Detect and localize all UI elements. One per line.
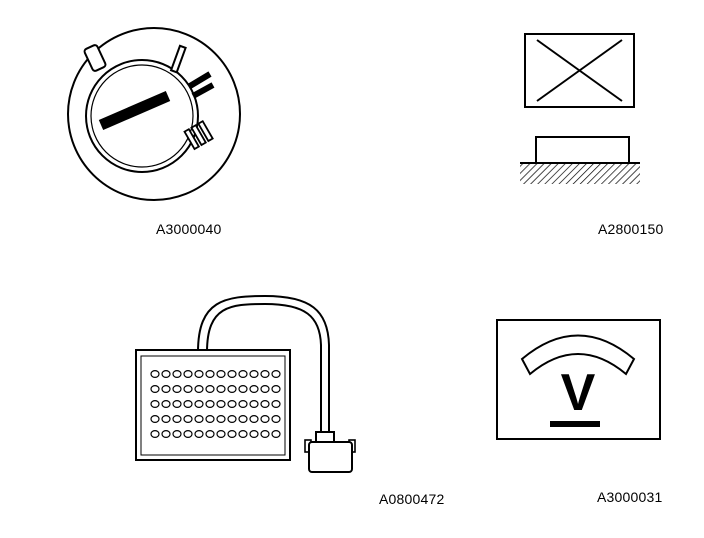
pin-hole	[249, 430, 259, 439]
pin-hole	[227, 385, 237, 394]
pin-hole	[150, 370, 160, 379]
pin-hole	[249, 415, 259, 424]
pin-hole	[260, 400, 270, 409]
pin-hole	[194, 430, 204, 439]
pin-hole	[161, 415, 171, 424]
pin-hole	[172, 400, 182, 409]
pin-hole	[238, 430, 248, 439]
pin-hole	[216, 370, 226, 379]
figure-code-pin-box: A0800472	[379, 491, 445, 507]
pin-hole	[271, 370, 281, 379]
pin-hole	[183, 415, 193, 424]
pin-hole	[183, 385, 193, 394]
pin-hole	[161, 430, 171, 439]
figure-code-voltmeter: A3000031	[597, 489, 663, 505]
pin-hole	[161, 385, 171, 394]
component-ground-icon	[520, 33, 640, 184]
pin-hole	[249, 385, 259, 394]
pin-hole	[183, 400, 193, 409]
pin-hole	[216, 415, 226, 424]
pin-hole	[172, 415, 182, 424]
pin-hole	[205, 430, 215, 439]
pin-box-connector-icon	[135, 294, 356, 473]
pin-hole	[205, 385, 215, 394]
voltmeter-icon	[496, 319, 661, 440]
pin-hole	[194, 400, 204, 409]
pin-hole	[238, 370, 248, 379]
figure-code-component: A2800150	[598, 221, 664, 237]
pin-hole	[194, 415, 204, 424]
pin-hole	[249, 400, 259, 409]
voltmeter-symbol-text: V	[560, 364, 596, 422]
pin-hole	[271, 415, 281, 424]
pin-hole	[271, 385, 281, 394]
pin-hole	[150, 415, 160, 424]
pin-hole	[238, 415, 248, 424]
pin-hole	[271, 400, 281, 409]
pin-hole	[227, 370, 237, 379]
pin-hole	[260, 430, 270, 439]
pin-hole	[161, 400, 171, 409]
pin-hole	[238, 385, 248, 394]
pin-hole	[260, 415, 270, 424]
pin-hole	[227, 430, 237, 439]
pin-hole	[205, 400, 215, 409]
figure-code-ignition: A3000040	[156, 221, 222, 237]
pin-hole	[249, 370, 259, 379]
pin-hole	[150, 385, 160, 394]
pin-hole	[227, 400, 237, 409]
pin-hole	[150, 400, 160, 409]
pin-hole	[216, 430, 226, 439]
pin-hole	[260, 385, 270, 394]
pin-grid	[150, 370, 281, 439]
pin-hole	[271, 430, 281, 439]
pin-hole	[194, 385, 204, 394]
pin-hole	[194, 370, 204, 379]
pin-hole	[205, 415, 215, 424]
pin-hole	[172, 370, 182, 379]
voltmeter-symbol: V	[556, 365, 600, 421]
pin-hole	[216, 385, 226, 394]
pin-hole	[227, 415, 237, 424]
pin-hole	[238, 400, 248, 409]
pin-hole	[161, 370, 171, 379]
pin-hole	[216, 400, 226, 409]
pin-hole	[172, 430, 182, 439]
pin-hole	[172, 385, 182, 394]
ignition-switch-icon	[67, 27, 241, 201]
pin-hole	[205, 370, 215, 379]
pin-hole	[183, 370, 193, 379]
pin-hole	[260, 370, 270, 379]
pin-hole	[183, 430, 193, 439]
pin-hole	[150, 430, 160, 439]
